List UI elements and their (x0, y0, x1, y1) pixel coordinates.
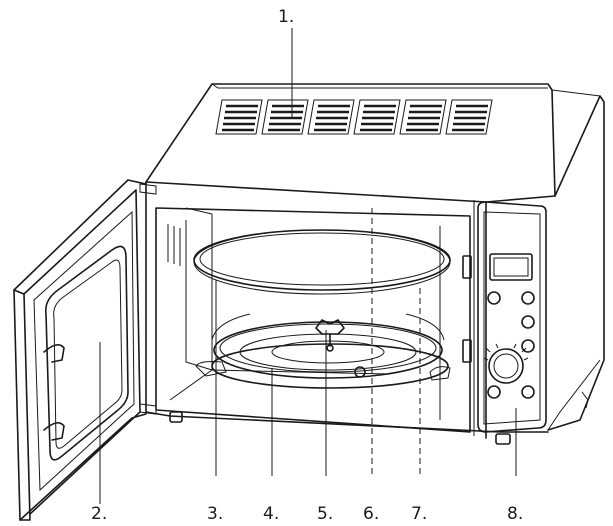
turntable (195, 313, 451, 389)
control-panel (477, 201, 547, 433)
label-2-door: 2. (91, 504, 108, 524)
door-latches (462, 255, 472, 363)
label-4-roller-ring: 4. (263, 504, 280, 524)
leader-lines (99, 28, 517, 504)
label-5-coupling: 5. (317, 504, 334, 524)
top-vents (215, 99, 493, 135)
grill-rack (193, 229, 451, 295)
cabinet (145, 83, 605, 445)
label-1-vents: 1. (278, 7, 295, 27)
label-7-waveguide: 7. (411, 504, 428, 524)
label-8-control-panel: 8. (507, 504, 524, 524)
door (13, 179, 157, 521)
label-6-cavity: 6. (363, 504, 380, 524)
turntable-coupling (315, 319, 345, 352)
label-3-grill-rack: 3. (207, 504, 224, 524)
